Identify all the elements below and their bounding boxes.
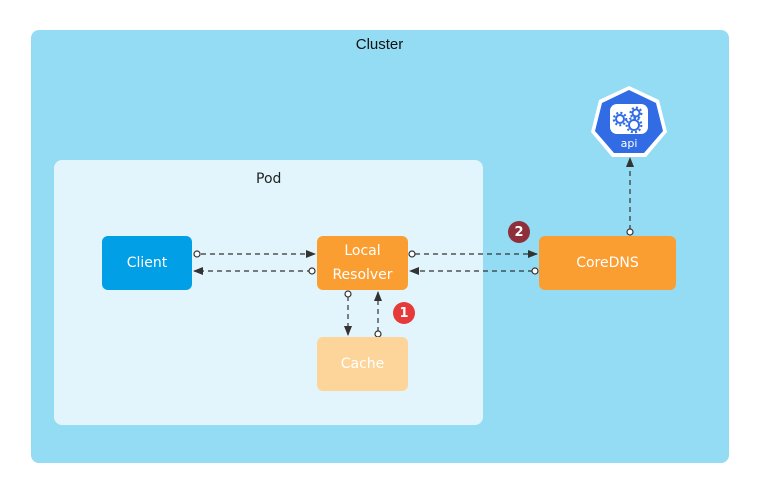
pod-label: Pod [256,171,282,187]
local-resolver-label-line2: Resolver [332,267,393,283]
step-badge-1: 1 [393,302,415,324]
client-label: Client [126,255,168,271]
coredns-label: CoreDNS [576,255,639,271]
kubernetes-api-icon[interactable]: api [589,84,669,160]
edge-start-dot [408,250,416,258]
edge-start-dot [531,267,539,275]
client-node[interactable]: Client [102,236,192,290]
local-resolver-node[interactable]: Local Resolver [317,236,408,290]
edge-start-dot [308,267,316,275]
edge-start-dot [193,250,201,258]
cache-label: Cache [340,356,385,372]
cache-node[interactable]: Cache [317,337,408,391]
local-resolver-label-line1: Local [344,243,381,259]
cluster-label: Cluster [355,36,404,53]
pod-boundary [54,160,483,425]
coredns-node[interactable]: CoreDNS [539,236,676,290]
edge-start-dot [344,290,352,298]
edge-start-dot [626,228,634,236]
api-label: api [621,137,638,150]
step-badge-2: 2 [508,221,530,243]
